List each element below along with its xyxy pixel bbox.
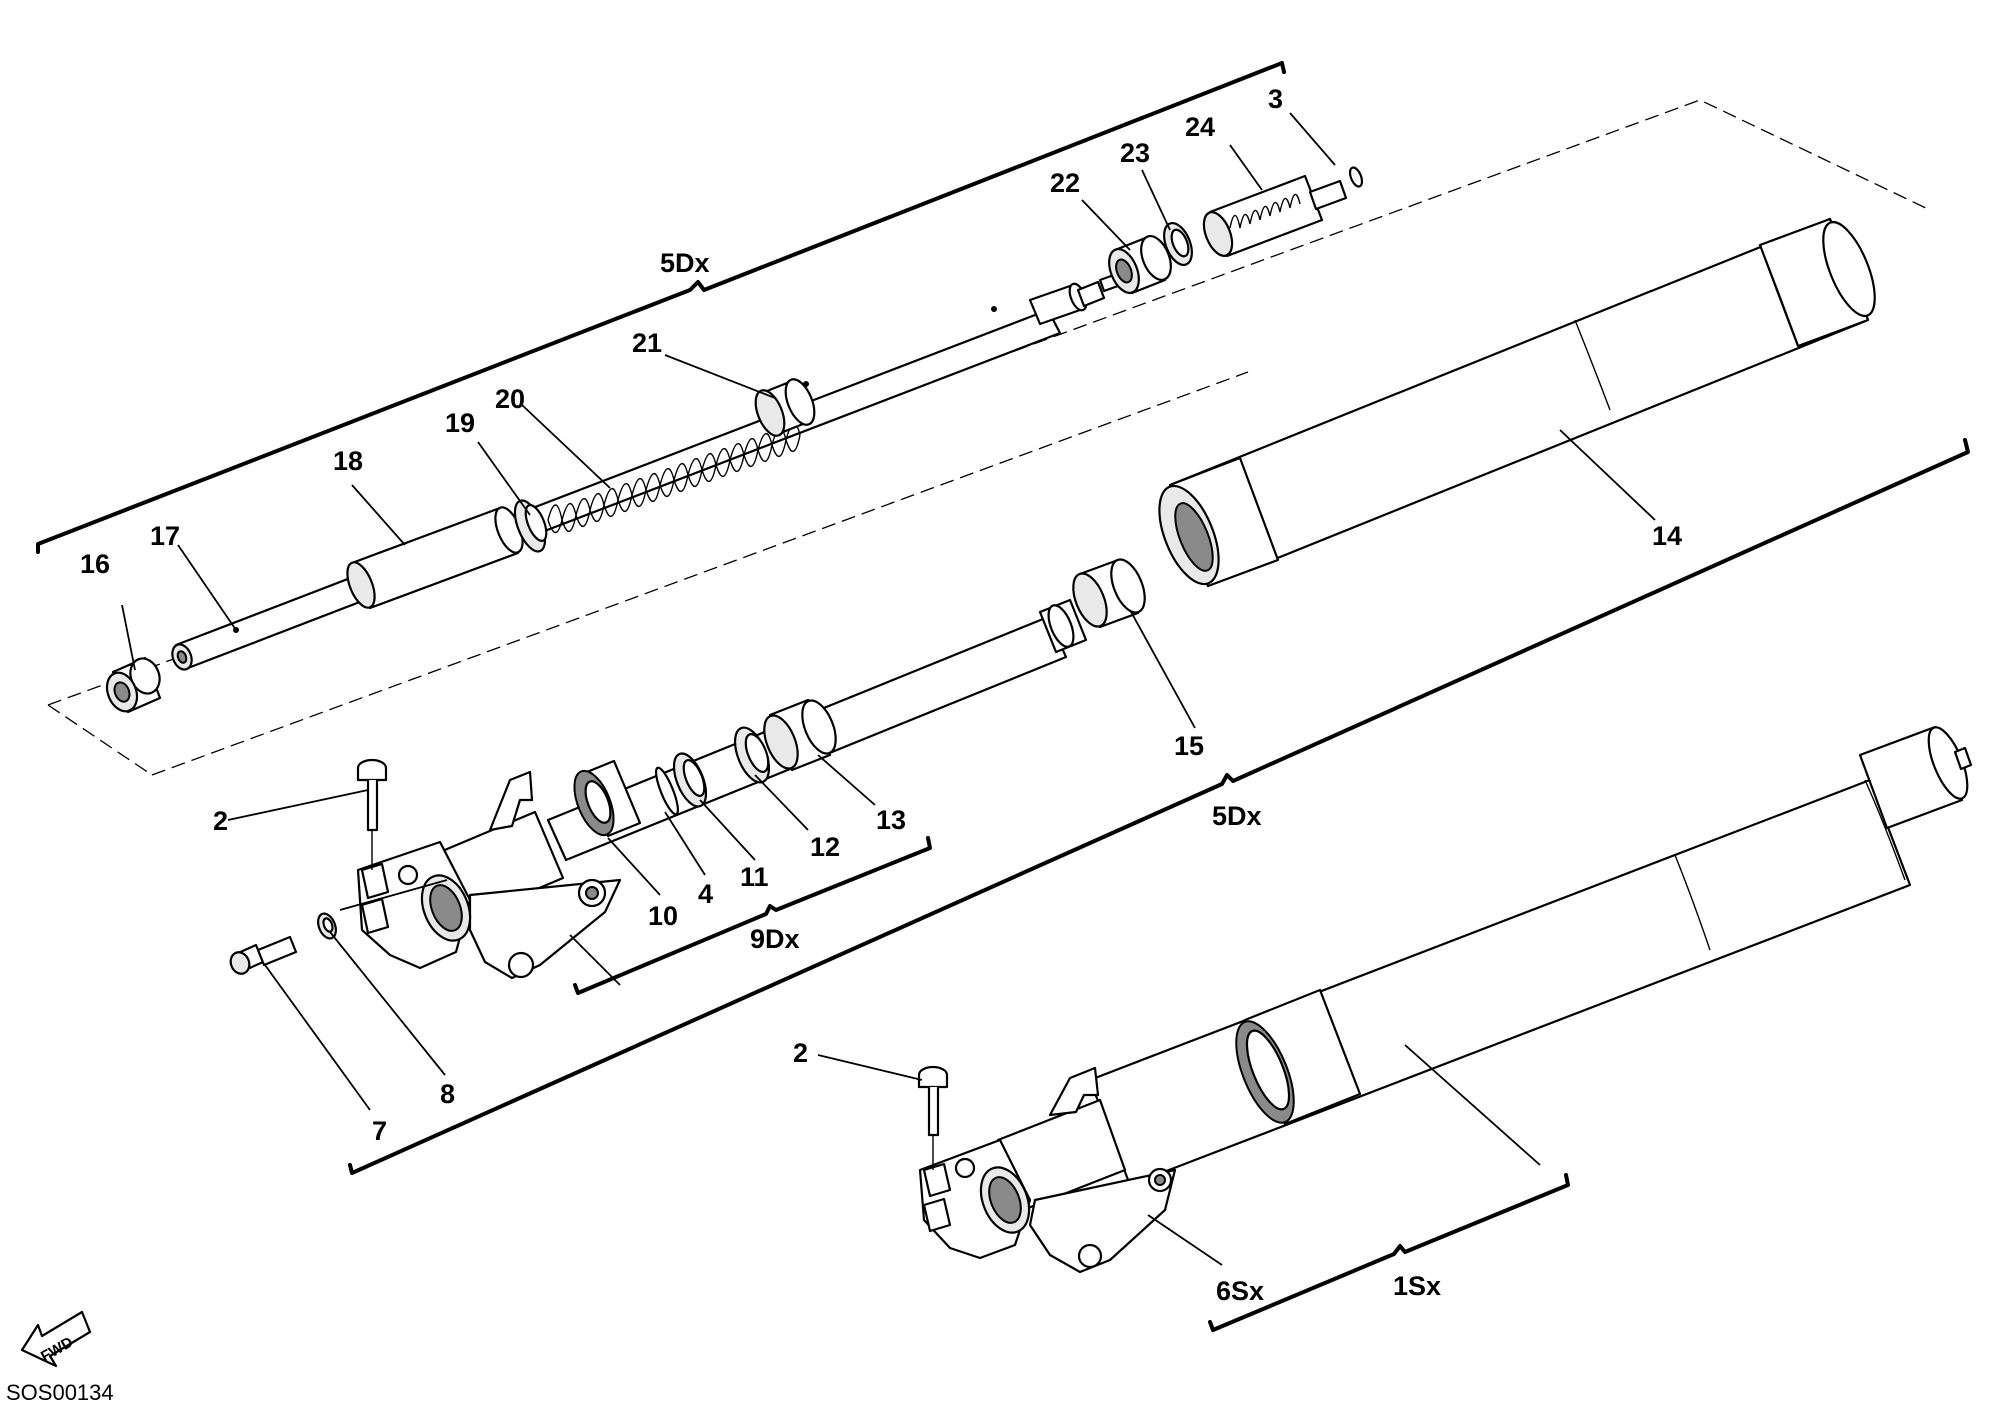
callout-2-left: 2 — [793, 1038, 808, 1068]
bracket-lower-right-9dx — [573, 836, 932, 995]
drawing-code: SOS00134 — [6, 1380, 114, 1405]
part-19-washer — [513, 499, 548, 553]
part-2-bolt-left — [917, 1065, 949, 1170]
left-fork-leg — [1088, 725, 1973, 1187]
callout-22: 22 — [1050, 168, 1080, 198]
part-24-valve — [1202, 174, 1348, 258]
callout-10: 10 — [648, 901, 678, 931]
part-18-sleeve — [346, 506, 524, 610]
callout-12: 12 — [810, 832, 840, 862]
callout-21: 21 — [632, 328, 662, 358]
callout-2-right: 2 — [213, 806, 228, 836]
part-11-ring — [672, 752, 708, 808]
callout-18: 18 — [333, 446, 363, 476]
assembly-labels: 5Dx 5Dx 9Dx 6Sx 1Sx — [660, 248, 1441, 1306]
part-12-cup — [733, 726, 771, 784]
callout-11: 11 — [740, 862, 769, 892]
callout-8: 8 — [440, 1079, 455, 1109]
part-22-seal — [1108, 235, 1172, 295]
assembly-label-lower-right: 9Dx — [750, 924, 800, 954]
cartridge-group-outline — [47, 99, 1931, 776]
assembly-label-fork-right: 5Dx — [1212, 801, 1262, 831]
right-fork-foot — [356, 770, 622, 980]
assembly-label-fork-left: 1Sx — [1393, 1271, 1441, 1301]
assembly-label-cartridge: 5Dx — [660, 248, 710, 278]
bracket-cartridge-5dx — [36, 61, 1286, 554]
part-8-washer — [317, 912, 337, 940]
callout-3: 3 — [1268, 84, 1283, 114]
part-20-spring — [547, 423, 801, 534]
bracket-fork-right-5dx — [348, 438, 1970, 1175]
callout-23: 23 — [1120, 138, 1150, 168]
callout-20: 20 — [495, 384, 525, 414]
part-7-screw — [229, 935, 298, 975]
callout-4: 4 — [698, 879, 713, 909]
callout-19: 19 — [445, 408, 475, 438]
leader-lines — [121, 112, 1656, 1266]
part-15-bush — [1072, 558, 1146, 629]
callout-labels: 3 24 23 22 21 20 19 18 17 16 14 15 13 12… — [80, 84, 1682, 1146]
part-10-seal — [573, 759, 642, 838]
forward-arrow-icon: FWD — [20, 1310, 92, 1368]
part-14-outer-tube — [1158, 217, 1876, 588]
assembly-label-lower-left: 6Sx — [1216, 1276, 1264, 1306]
bracket-lower-left-1sx — [1208, 1173, 1570, 1332]
callout-16: 16 — [80, 549, 110, 579]
callout-7: 7 — [372, 1116, 387, 1146]
part-4-circlip — [655, 766, 679, 816]
callout-15: 15 — [1174, 731, 1204, 761]
part-2-bolt-right — [356, 758, 388, 870]
part-23-ring — [1163, 222, 1193, 266]
part-21-guide — [754, 378, 816, 437]
part-16-bush — [105, 656, 162, 714]
callout-13: 13 — [876, 805, 906, 835]
left-fork-foot — [918, 1066, 1177, 1274]
part-13-bush — [763, 698, 837, 772]
callout-17: 17 — [150, 521, 180, 551]
callout-14: 14 — [1652, 521, 1682, 551]
cartridge-rod-end — [991, 269, 1131, 326]
callout-24: 24 — [1185, 112, 1215, 142]
part-3-circlip — [1348, 166, 1364, 188]
